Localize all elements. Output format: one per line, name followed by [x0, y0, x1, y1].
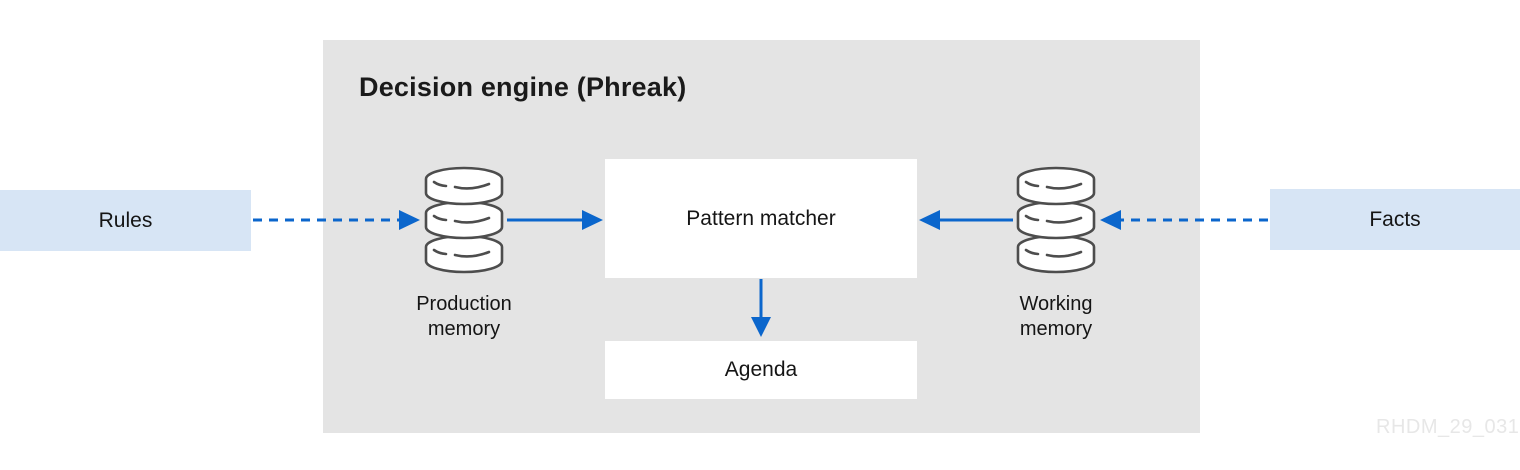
- working-memory-label: Working memory: [1019, 293, 1093, 340]
- facts-node-label: Facts: [1369, 207, 1421, 231]
- pattern-matcher-node: Pattern matcher: [605, 159, 917, 278]
- pattern-matcher-label: Pattern matcher: [686, 206, 836, 230]
- agenda-node: Agenda: [605, 341, 917, 399]
- facts-node: Facts: [1270, 189, 1520, 250]
- database-icon: [1014, 166, 1098, 274]
- watermark-text: RHDM_29_0319: [1376, 416, 1520, 438]
- agenda-label: Agenda: [724, 358, 798, 381]
- production-memory-label: Production memory: [416, 293, 512, 340]
- database-icon: [422, 166, 506, 274]
- rules-node: Rules: [0, 190, 251, 251]
- rules-node-label: Rules: [98, 208, 153, 232]
- panel-title: Decision engine (Phreak): [359, 72, 687, 102]
